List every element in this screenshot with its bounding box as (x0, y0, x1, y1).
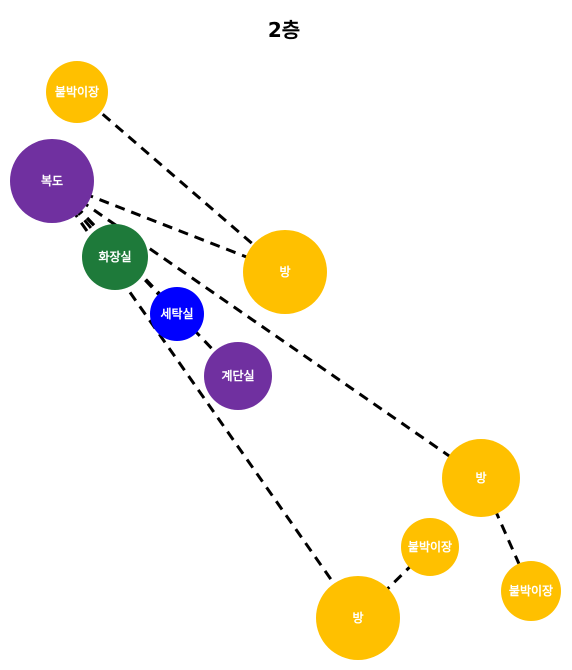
edge-closet1-room1 (76, 90, 286, 274)
node-circle (204, 342, 272, 410)
node-room2: 방 (442, 439, 520, 517)
node-closet2: 붙박이장 (401, 518, 459, 576)
node-circle (442, 439, 520, 517)
node-label: 복도 (41, 174, 63, 188)
node-stairs: 계단실 (204, 342, 272, 410)
edge-hall-stairs (50, 179, 240, 378)
node-circle (82, 224, 148, 290)
node-circle (46, 61, 108, 123)
node-room1: 방 (243, 230, 327, 314)
node-label: 붙박이장 (408, 539, 452, 554)
node-circle (316, 576, 400, 660)
node-label: 계단실 (221, 368, 254, 383)
node-circle (10, 139, 94, 223)
node-circle (501, 561, 561, 621)
node-room3: 방 (316, 576, 400, 660)
node-label: 붙박이장 (55, 84, 99, 99)
node-label: 방 (352, 610, 363, 625)
diagram-title: 2층 (268, 18, 300, 42)
node-label: 세탁실 (160, 306, 193, 321)
node-closet3: 붙박이장 (501, 561, 561, 621)
node-bath: 화장실 (82, 224, 148, 290)
node-circle (243, 230, 327, 314)
node-hall: 복도 (10, 139, 94, 223)
node-circle (401, 518, 459, 576)
node-label: 방 (279, 264, 290, 279)
node-closet1: 붙박이장 (46, 61, 108, 123)
edges-layer (50, 90, 533, 620)
node-laundry: 세탁실 (150, 287, 204, 341)
node-label: 화장실 (98, 249, 131, 264)
node-label: 방 (475, 470, 486, 485)
node-circle (150, 287, 204, 341)
node-label: 붙박이장 (509, 583, 553, 598)
